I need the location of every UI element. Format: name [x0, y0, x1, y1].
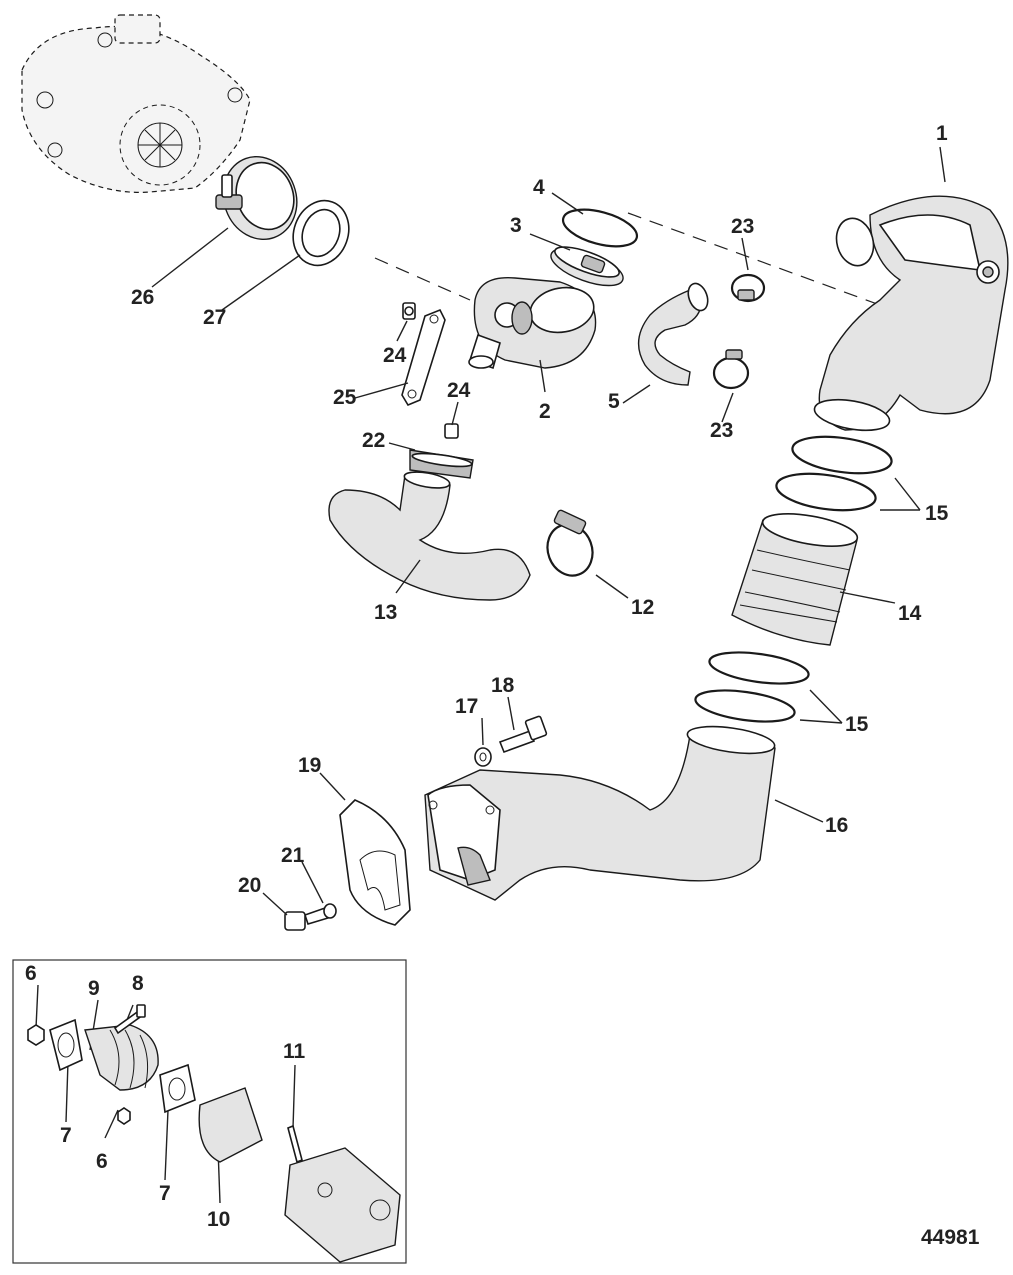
inset-part-6-nut-lower [117, 1107, 131, 1125]
callout-5: 5 [608, 390, 620, 413]
part-17-washer [474, 747, 492, 767]
part-20-screw [284, 906, 329, 931]
callout-8: 8 [132, 972, 144, 995]
callout-24-a: 24 [383, 344, 407, 367]
callout-3: 3 [510, 214, 522, 237]
inset-part-7-gasket-b [159, 1063, 196, 1114]
callout-14: 14 [898, 602, 922, 625]
callout-23-a: 23 [731, 215, 754, 238]
figure-number: 44981 [921, 1226, 980, 1249]
inset-part-manifold [284, 1147, 401, 1263]
inset-part-11-stud [287, 1124, 303, 1164]
inset-detail-box [12, 959, 407, 1264]
part-15-clamp-ring-b [775, 472, 877, 512]
part-13-hose [328, 471, 531, 601]
part-21-washer [323, 903, 337, 919]
callout-17: 17 [455, 695, 478, 718]
callout-24-b: 24 [447, 379, 471, 402]
part-4-o-ring [561, 208, 639, 248]
callout-25: 25 [333, 386, 357, 409]
inset-part-6-nut-upper [27, 1024, 45, 1046]
part-15-clamp-ring-d [694, 689, 796, 723]
callout-7-a: 7 [60, 1124, 72, 1147]
callout-23-b: 23 [710, 419, 733, 442]
inset-part-10-shield [198, 1087, 263, 1163]
callout-9: 9 [88, 977, 100, 1000]
callout-6-b: 6 [96, 1150, 108, 1173]
part-18-bolt [498, 715, 548, 754]
part-15-clamp-ring-c [708, 651, 810, 685]
part-24-screw-upper [402, 302, 416, 320]
part-27-gasket [292, 199, 350, 267]
part-1-exhaust-elbow [813, 195, 1009, 432]
callout-22: 22 [362, 429, 385, 452]
part-22-washer [409, 449, 474, 479]
callout-12: 12 [631, 596, 654, 619]
alignment-line-lower [374, 257, 471, 301]
part-3-hose-clamp [550, 246, 624, 287]
part-24-screw-lower [444, 423, 459, 439]
part-19-gasket [339, 799, 411, 926]
inset-part-9-bellows [84, 1024, 159, 1091]
callout-27: 27 [203, 306, 226, 329]
callout-16: 16 [825, 814, 848, 837]
callout-6-a: 6 [25, 962, 37, 985]
callout-19: 19 [298, 754, 321, 777]
part-16-exhaust-pipe [424, 725, 776, 901]
callout-7-b: 7 [159, 1182, 171, 1205]
callout-26: 26 [131, 286, 154, 309]
part-15-clamp-ring-a [791, 435, 893, 475]
callout-2: 2 [539, 400, 551, 423]
callout-20: 20 [238, 874, 261, 897]
part-23-clamp-upper [730, 273, 766, 303]
part-5-hose [637, 282, 709, 386]
callout-11: 11 [283, 1040, 306, 1063]
part-14-bellows-hose [731, 513, 859, 646]
part-26-v-band-clamp [215, 155, 298, 241]
callout-1: 1 [936, 122, 948, 145]
part-25-bracket [401, 308, 446, 407]
callout-10: 10 [207, 1208, 230, 1231]
part-12-hose-clamp [546, 509, 594, 577]
callout-15-a: 15 [925, 502, 949, 525]
inset-part-8-bolt [113, 1004, 146, 1035]
turbocharger-ghost [21, 14, 251, 193]
leader-lines [35, 146, 946, 1204]
callout-21: 21 [281, 844, 305, 867]
callout-13: 13 [374, 601, 397, 624]
part-23-clamp-lower [712, 349, 750, 390]
inset-part-7-gasket-a [49, 1018, 83, 1072]
callout-15-b: 15 [845, 713, 869, 736]
callout-numbers: 1 2 3 4 5 6 6 7 7 8 9 10 11 12 13 14 15 … [25, 122, 949, 1231]
callout-18: 18 [491, 674, 515, 697]
callout-4: 4 [533, 176, 545, 199]
part-2-elbow-fitting [468, 276, 597, 370]
